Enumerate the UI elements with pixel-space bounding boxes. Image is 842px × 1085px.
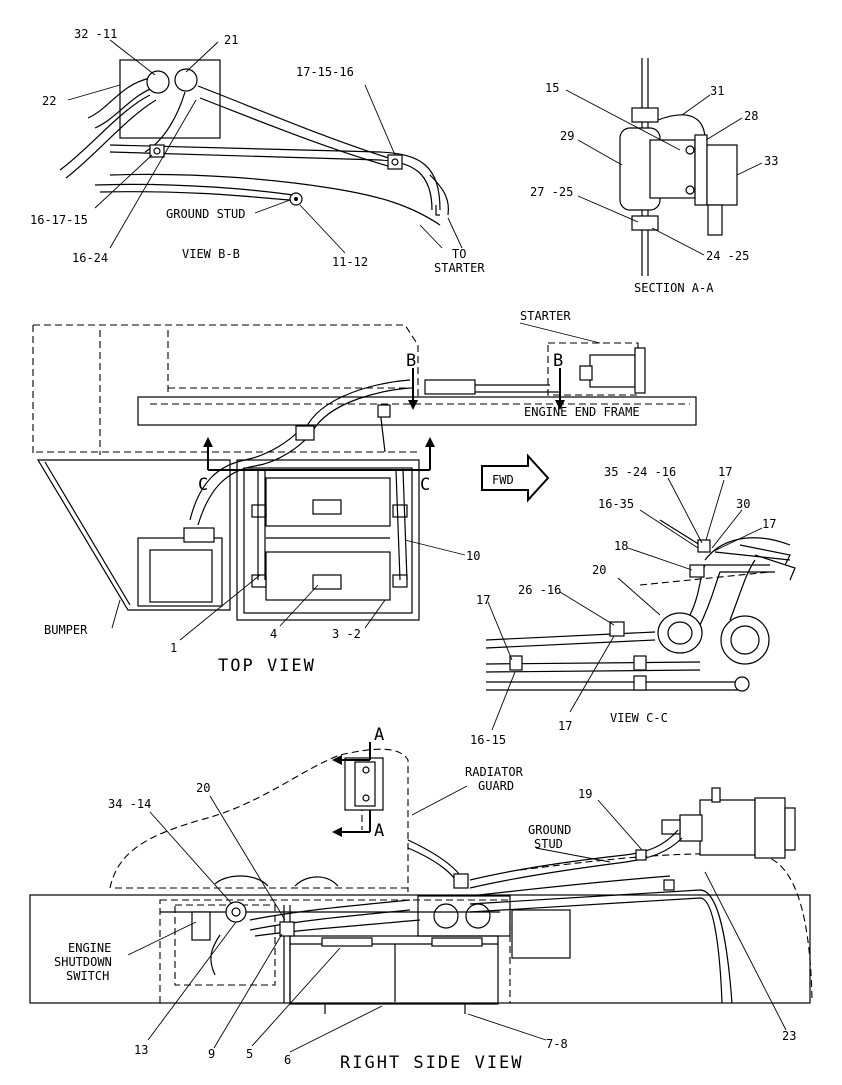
callout-23: 23 (782, 1029, 796, 1043)
fwd-label: FWD (492, 473, 514, 487)
section-c-marker-2: C (420, 475, 432, 495)
callout-1: 1 (170, 641, 177, 655)
shutdown-label: SHUTDOWN (54, 955, 112, 969)
callout-17a: 17 (718, 465, 732, 479)
engine-label: ENGINE (68, 941, 111, 955)
callout-13: 13 (134, 1043, 148, 1057)
radiator-label: RADIATOR (465, 765, 524, 779)
callout-35-24-16: 35 -24 -16 (604, 465, 676, 479)
starter-upper-label: STARTER (520, 309, 571, 323)
right-side-view-leaders (127, 785, 787, 1053)
callout-5: 5 (246, 1047, 253, 1061)
section-a-marker-2: A (374, 821, 386, 841)
view-bb-title: VIEW B-B (182, 247, 240, 261)
callout-10: 10 (466, 549, 480, 563)
callout-26-16: 26 -16 (518, 583, 561, 597)
to-starter-label: STARTER (434, 261, 485, 275)
ground-label: GROUND (528, 823, 571, 837)
to-label: TO (452, 247, 466, 261)
callout-16-17-15: 16-17-15 (30, 213, 88, 227)
callout-7-8: 7-8 (546, 1037, 568, 1051)
engine-end-frame-label: ENGINE END FRAME (524, 405, 640, 419)
callout-29: 29 (560, 129, 574, 143)
view-bb-leaders (67, 39, 463, 254)
view-cc-title: VIEW C-C (610, 711, 668, 725)
callout-24-25: 24 -25 (706, 249, 749, 263)
section-aa-leaders (565, 89, 763, 256)
callout-20a: 20 (592, 563, 606, 577)
section-b-marker-2: B (553, 351, 565, 371)
right-side-view-drawing (29, 742, 813, 1014)
callout-9: 9 (208, 1047, 215, 1061)
callout-34-14: 34 -14 (108, 797, 151, 811)
right-side-view-title: RIGHT SIDE VIEW (340, 1053, 524, 1073)
guard-label: GUARD (478, 779, 514, 793)
switch-label: SWITCH (66, 969, 109, 983)
top-view-leaders (111, 322, 601, 641)
callout-33: 33 (764, 154, 778, 168)
callout-31: 31 (710, 84, 724, 98)
callout-16-24: 16-24 (72, 251, 108, 265)
fwd-arrow (481, 453, 550, 503)
callout-21: 21 (224, 33, 238, 47)
bumper-label: BUMPER (44, 623, 88, 637)
callout-17c: 17 (476, 593, 490, 607)
view-cc-leaders (487, 477, 763, 731)
callout-22: 22 (42, 94, 56, 108)
callout-18: 18 (614, 539, 628, 553)
view-cc-drawing (485, 519, 796, 692)
top-view-drawing (32, 324, 697, 621)
callout-20b: 20 (196, 781, 210, 795)
ground-stud-label: GROUND STUD (166, 207, 245, 221)
section-b-marker-1: B (406, 351, 418, 371)
top-view-title: TOP VIEW (218, 656, 316, 676)
callout-3-2: 3 -2 (332, 627, 361, 641)
callout-27-25: 27 -25 (530, 185, 573, 199)
callout-4: 4 (270, 627, 277, 641)
callout-17d: 17 (558, 719, 572, 733)
section-aa-drawing (619, 58, 738, 276)
callout-30: 30 (736, 497, 750, 511)
callout-15: 15 (545, 81, 559, 95)
stud-label: STUD (534, 837, 563, 851)
callout-32-11: 32 -11 (74, 27, 117, 41)
callout-28: 28 (744, 109, 758, 123)
callout-19: 19 (578, 787, 592, 801)
view-bb-drawing (59, 59, 450, 226)
section-aa-title: SECTION A-A (634, 281, 714, 295)
callout-17b: 17 (762, 517, 776, 531)
callout-16-35: 16-35 (598, 497, 634, 511)
section-c-marker-1: C (198, 475, 210, 495)
section-a-marker-1: A (374, 725, 386, 745)
callout-11-12: 11-12 (332, 255, 368, 269)
callout-17-15-16: 17-15-16 (296, 65, 354, 79)
callout-6: 6 (284, 1053, 291, 1067)
callout-16-15: 16-15 (470, 733, 506, 747)
